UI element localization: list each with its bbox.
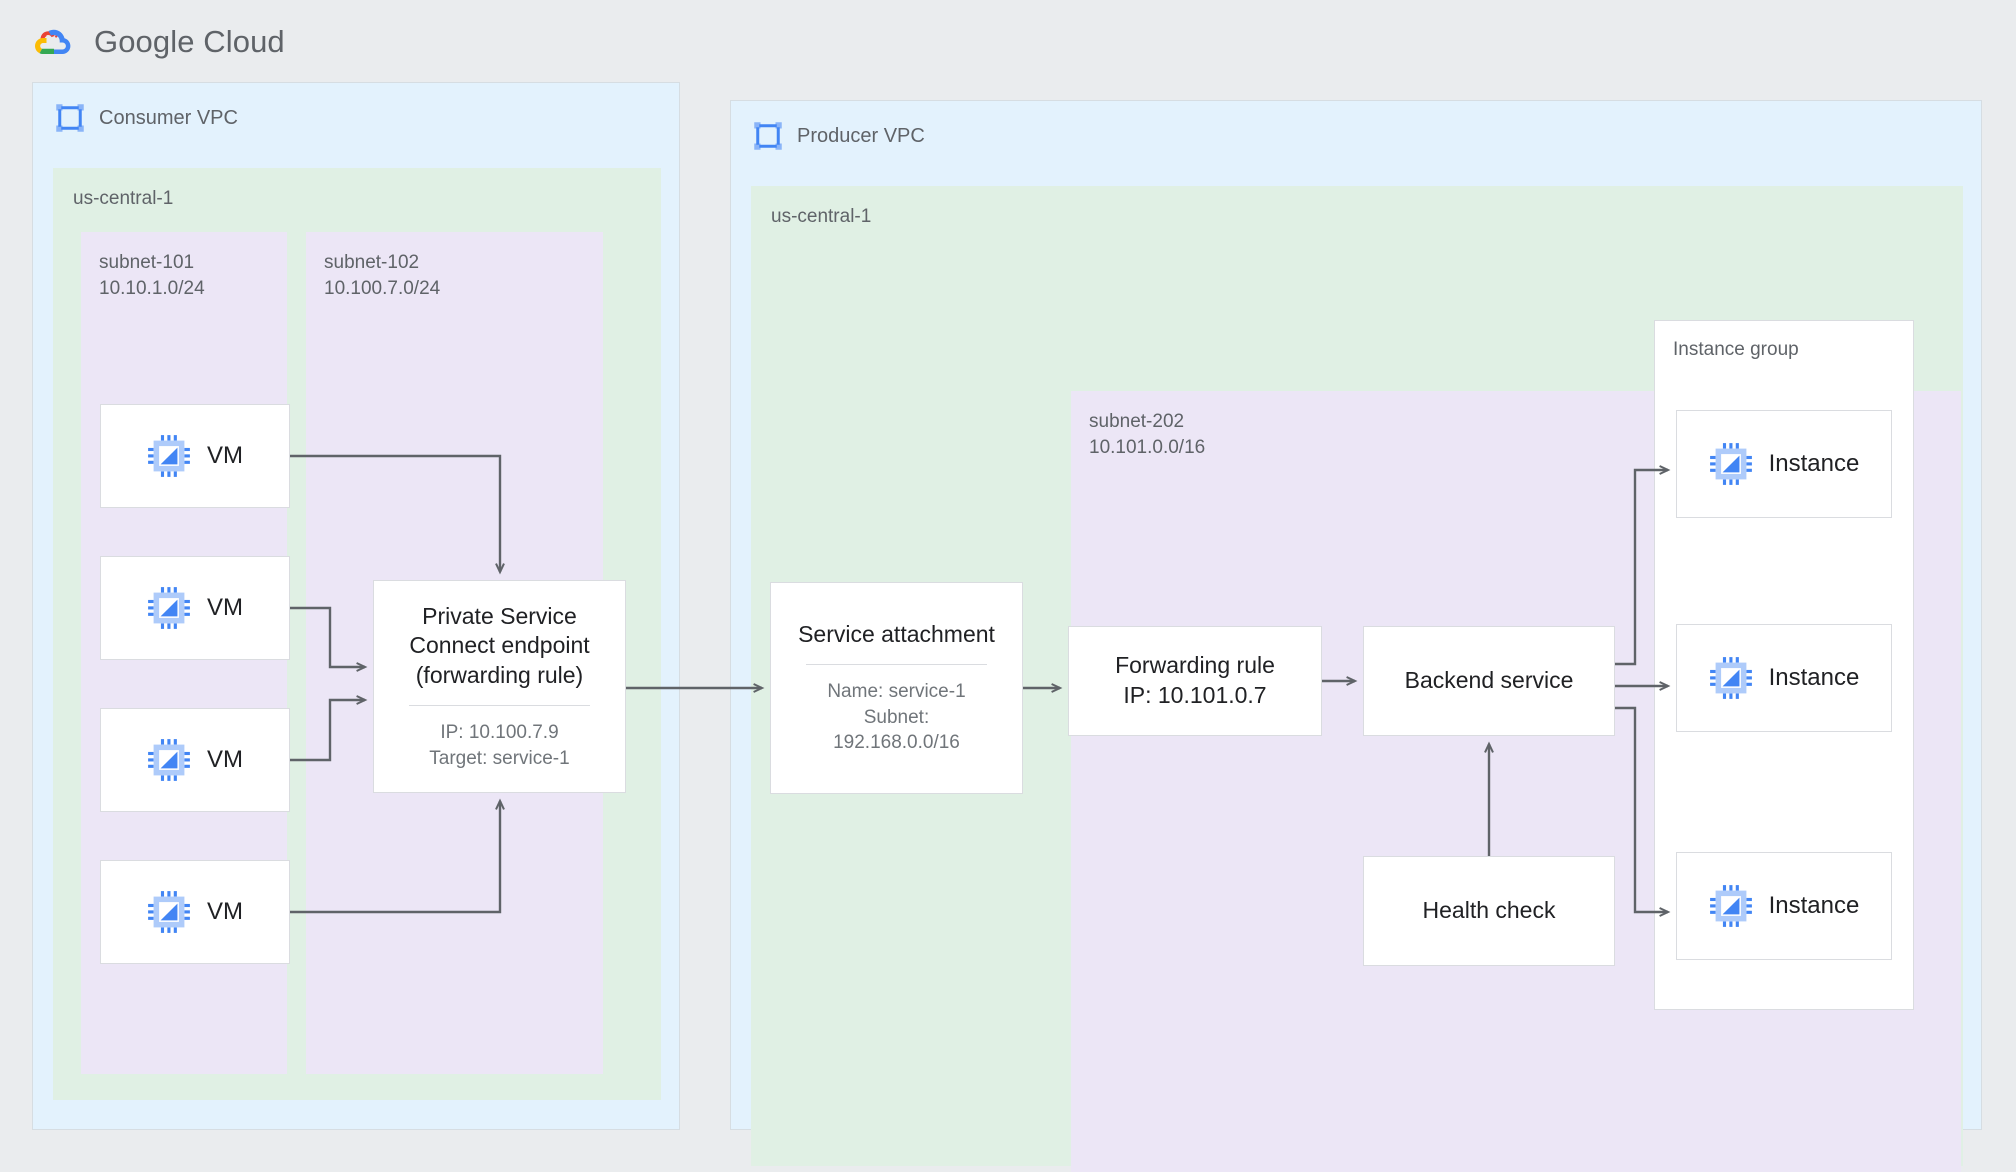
subnet-202-label: subnet-202 10.101.0.0/16 [1089,411,1206,458]
instance-node-2[interactable]: Instance [1676,624,1892,732]
service-attachment-details: Name: service-1 Subnet: 192.168.0.0/16 [827,680,966,754]
service-attachment-node[interactable]: Service attachment Name: service-1 Subne… [770,582,1023,794]
vm-node-3-label: VM [207,746,243,773]
vm-instance-icon [148,739,190,781]
service-attachment-title: Service attachment [798,621,995,648]
psc-endpoint-node[interactable]: Private Service Connect endpoint (forwar… [373,580,626,793]
forwarding-rule-node[interactable]: Forwarding rule IP: 10.101.0.7 [1068,626,1322,736]
forwarding-rule-title: Forwarding rule IP: 10.101.0.7 [1115,652,1275,708]
consumer-region-label: us-central-1 [73,188,174,209]
google-cloud-logo-icon [35,29,71,54]
health-check-title: Health check [1422,897,1556,924]
instance-node-2-label: Instance [1768,664,1860,691]
vm-node-1-label: VM [207,442,243,469]
vm-instance-icon [148,435,190,477]
backend-service-title: Backend service [1404,667,1574,694]
instance-node-1[interactable]: Instance [1676,410,1892,518]
vm-instance-icon [1709,657,1752,699]
consumer-vpc-header: Consumer VPC [55,103,238,133]
vpc-network-icon [754,122,782,150]
instance-node-3[interactable]: Instance [1676,852,1892,960]
vm-instance-icon [1709,885,1752,927]
psc-endpoint-details: IP: 10.100.7.9 Target: service-1 [429,722,570,769]
instance-node-3-label: Instance [1768,892,1860,919]
vm-instance-icon [148,891,190,933]
subnet-101-label: subnet-101 10.10.1.0/24 [99,252,205,299]
vm-node-3[interactable]: VM [100,708,290,812]
psc-endpoint-divider [409,705,590,707]
brand-wordmark: Google Cloud [94,24,285,59]
producer-vpc-title: Producer VPC [797,124,925,147]
psc-endpoint-title: Private Service Connect endpoint (forwar… [409,602,590,689]
vm-instance-icon [1709,443,1752,485]
vm-node-2[interactable]: VM [100,556,290,660]
health-check-node[interactable]: Health check [1363,856,1615,966]
instance-node-1-label: Instance [1768,450,1860,477]
backend-service-node[interactable]: Backend service [1363,626,1615,736]
vm-node-4-label: VM [207,898,243,925]
instance-group-label: Instance group [1673,339,1799,360]
producer-region-label: us-central-1 [771,206,872,227]
subnet-102-label: subnet-102 10.100.7.0/24 [324,252,441,299]
vm-node-4[interactable]: VM [100,860,290,964]
producer-vpc-header: Producer VPC [753,121,925,151]
service-attachment-divider [806,663,987,665]
vm-instance-icon [148,587,190,629]
vm-node-1[interactable]: VM [100,404,290,508]
consumer-vpc-title: Consumer VPC [99,106,238,129]
vpc-network-icon [56,104,84,132]
brand-header: Google Cloud [30,22,285,62]
vm-node-2-label: VM [207,594,243,621]
